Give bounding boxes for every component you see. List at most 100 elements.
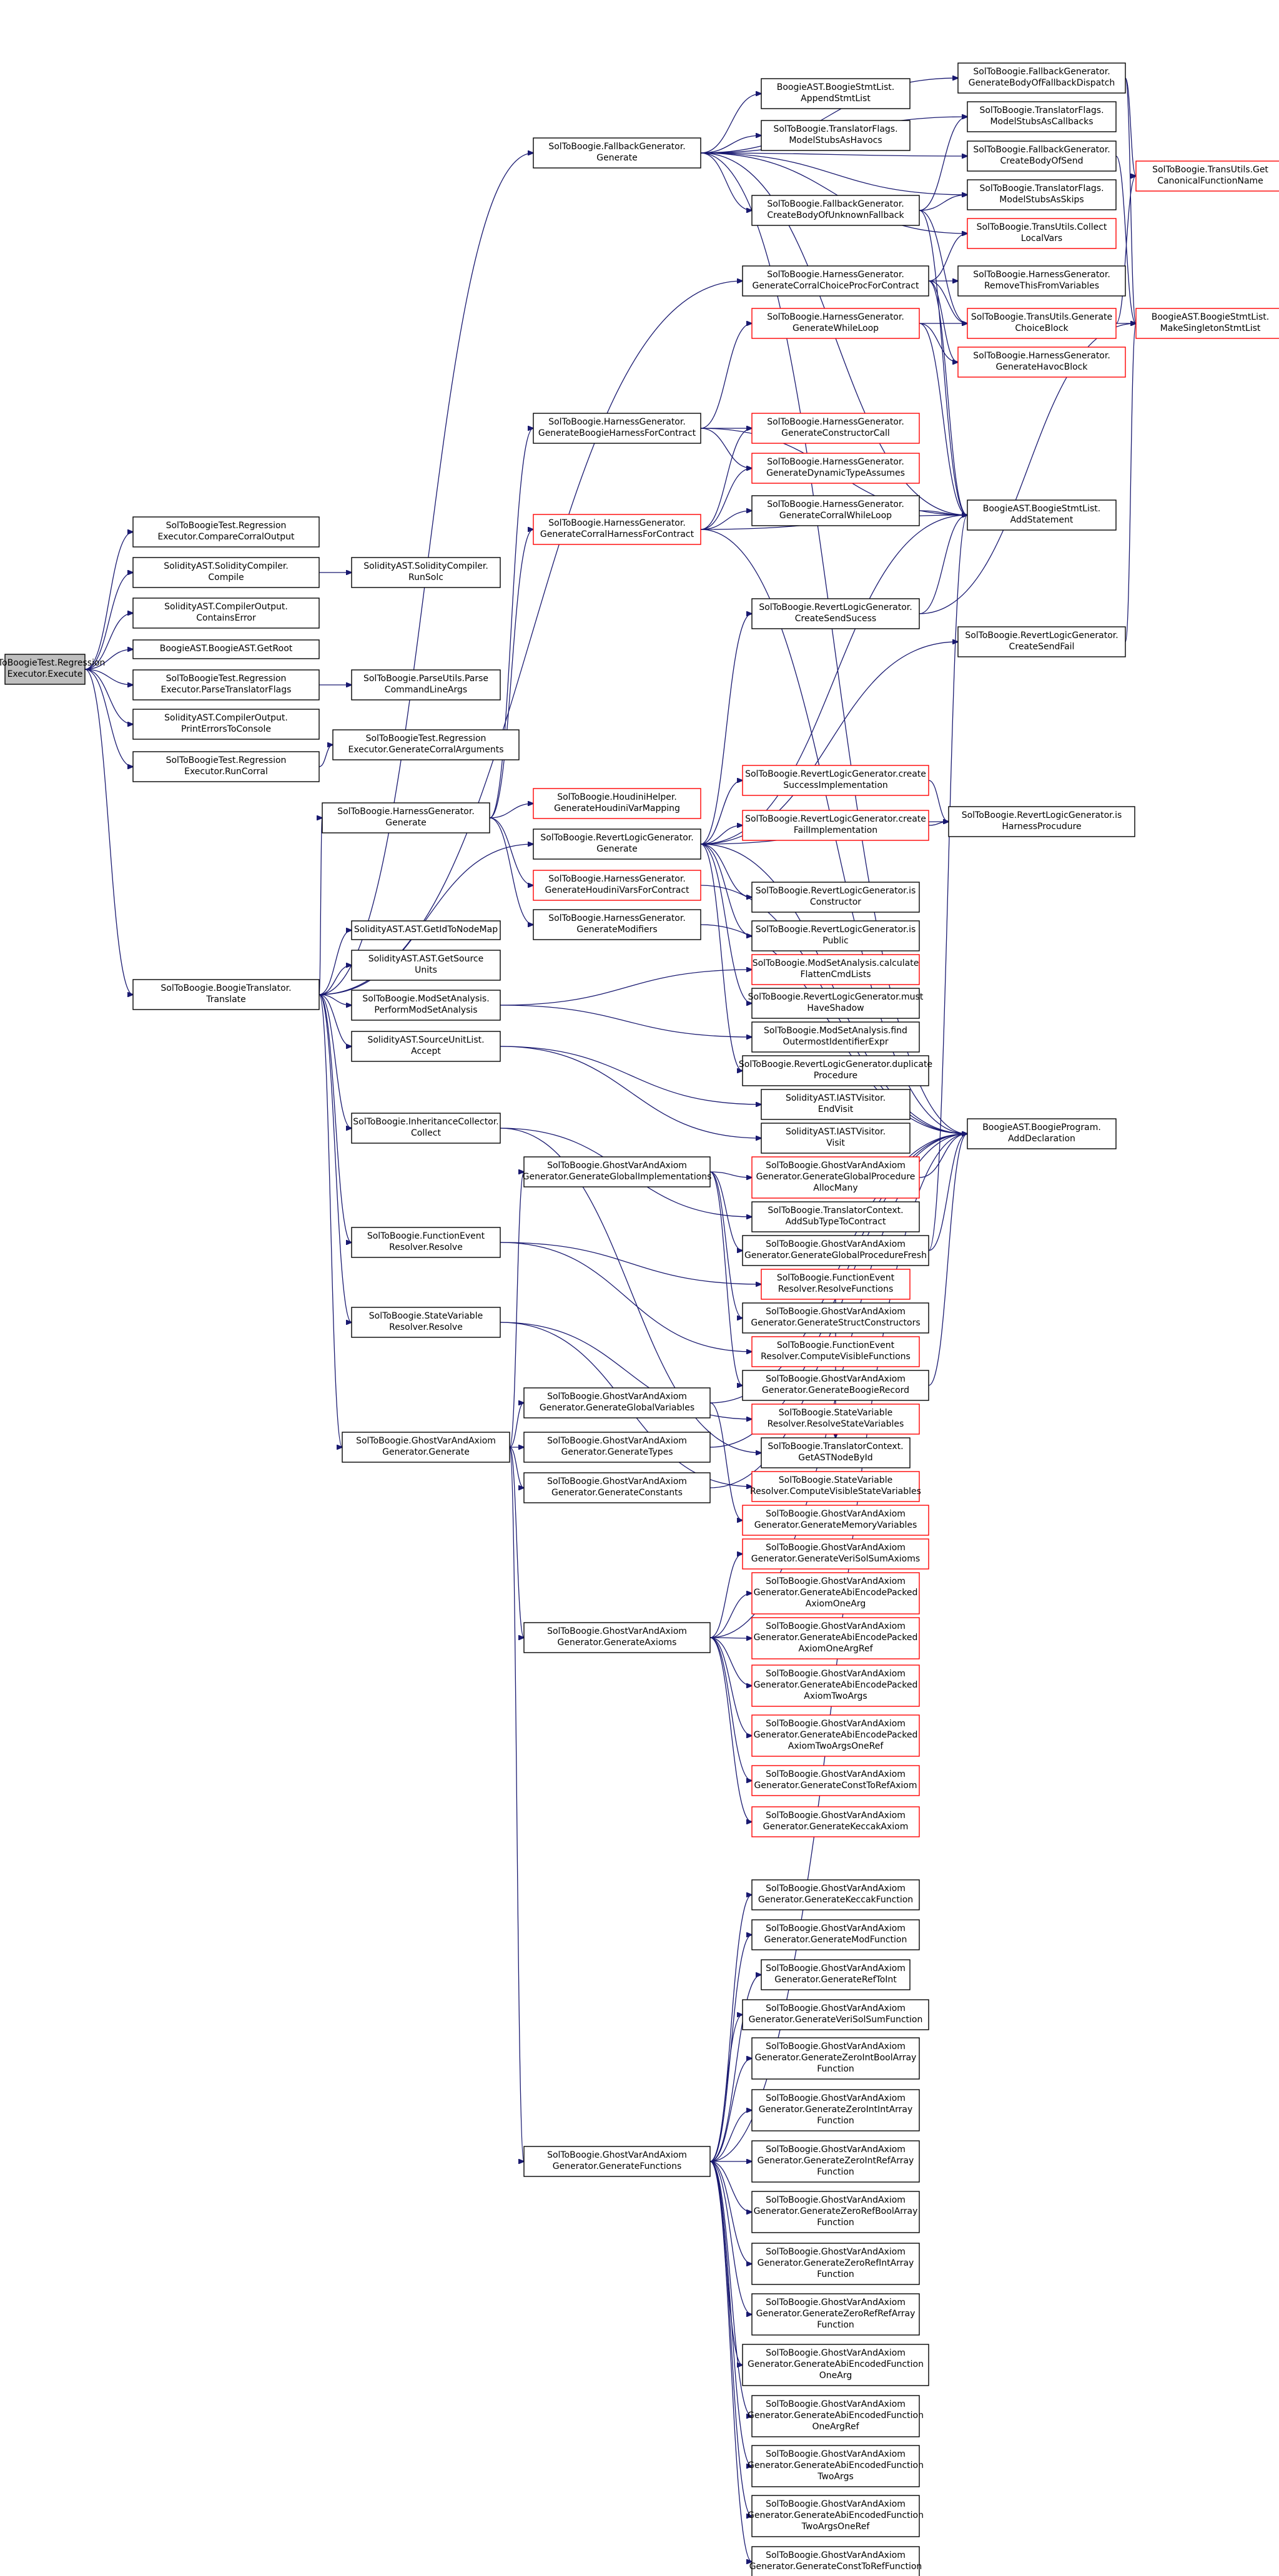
graph-node[interactable]: SolToBoogie.RevertLogicGenerator.CreateS… <box>957 626 1126 657</box>
graph-node[interactable]: SolToBoogie.RevertLogicGenerator.isPubli… <box>751 920 920 951</box>
graph-node[interactable]: SolToBoogie.GhostVarAndAxiomGenerator.Ge… <box>751 1765 920 1796</box>
graph-node[interactable]: SolToBoogie.GhostVarAndAxiomGenerator.Ge… <box>748 2445 924 2487</box>
graph-node[interactable]: SolToBoogie.GhostVarAndAxiomGenerator.Ge… <box>742 1370 929 1401</box>
graph-node[interactable]: SolToBoogie.GhostVarAndAxiomGenerator.Ge… <box>751 1664 920 1707</box>
graph-node[interactable]: SolToBoogie.GhostVarAndAxiomGenerator.Ge… <box>742 1505 929 1536</box>
graph-node[interactable]: SolToBoogie.RevertLogicGenerator.mustHav… <box>748 988 924 1019</box>
graph-node[interactable]: SolidityAST.SolidityCompiler.RunSolc <box>351 557 501 588</box>
graph-node[interactable]: SolidityAST.CompilerOutput.ContainsError <box>132 597 320 629</box>
graph-node[interactable]: SolToBoogie.HarnessGenerator.GenerateCor… <box>742 265 929 297</box>
graph-node[interactable]: SolToBoogie.TranslatorFlags.ModelStubsAs… <box>967 101 1117 132</box>
graph-node[interactable]: SolToBoogie.BoogieTranslator.Translate <box>132 979 320 1010</box>
graph-node[interactable]: SolToBoogie.GhostVarAndAxiomGenerator.Ge… <box>742 1538 929 1570</box>
graph-node[interactable]: SolToBoogie.HarnessGenerator.GenerateCor… <box>533 514 701 545</box>
graph-node[interactable]: SolToBoogie.FallbackGenerator.Generate <box>533 137 701 169</box>
graph-node[interactable]: SolToBoogie.TransUtils.GenerateChoiceBlo… <box>967 308 1117 339</box>
graph-node[interactable]: SolToBoogie.GhostVarAndAxiomGenerator.Ge… <box>751 1919 920 1950</box>
graph-node[interactable]: SolToBoogie.HarnessGenerator.GenerateCor… <box>751 495 920 526</box>
graph-node[interactable]: SolToBoogie.ModSetAnalysis.PerformModSet… <box>351 990 501 1021</box>
graph-node[interactable]: SolToBoogie.GhostVarAndAxiomGenerator.Ge… <box>751 1617 920 1659</box>
graph-node[interactable]: SolToBoogie.GhostVarAndAxiomGenerator.Ge… <box>523 2146 711 2177</box>
graph-node[interactable]: SolToBoogie.FunctionEventResolver.Comput… <box>751 1336 920 1367</box>
graph-node[interactable]: SolToBoogie.HoudiniHelper.GenerateHoudin… <box>533 788 701 819</box>
graph-node[interactable]: SolToBoogie.GhostVarAndAxiomGenerator.Ge… <box>751 1572 920 1615</box>
graph-node[interactable]: SolToBoogie.GhostVarAndAxiomGenerator.Ge… <box>342 1432 510 1463</box>
graph-node[interactable]: SolToBoogie.HarnessGenerator.GenerateDyn… <box>751 453 920 484</box>
graph-node[interactable]: SolToBoogie.HarnessGenerator.GenerateCon… <box>751 413 920 444</box>
graph-node[interactable]: SolToBoogie.HarnessGenerator.GenerateBoo… <box>533 413 701 444</box>
graph-node[interactable]: SolToBoogieTest.RegressionExecutor.Parse… <box>132 669 320 701</box>
graph-node[interactable]: BoogieAST.BoogieProgram.AddDeclaration <box>967 1118 1117 1149</box>
graph-node[interactable]: SolToBoogie.StateVariableResolver.Resolv… <box>351 1307 501 1338</box>
graph-node[interactable]: SolToBoogie.TranslatorContext.GetASTNode… <box>761 1437 911 1468</box>
graph-node[interactable]: SolToBoogie.FunctionEventResolver.Resolv… <box>351 1227 501 1258</box>
graph-node[interactable]: SolToBoogie.RevertLogicGenerator.Generat… <box>533 828 701 860</box>
graph-node[interactable]: SolToBoogie.TranslatorContext.AddSubType… <box>751 1201 920 1232</box>
graph-node[interactable]: SolToBoogie.HarnessGenerator.GenerateHou… <box>533 870 701 901</box>
graph-node[interactable]: SolToBoogie.GhostVarAndAxiomGenerator.Ge… <box>751 1879 920 1910</box>
graph-node[interactable]: SolToBoogie.TranslatorFlags.ModelStubsAs… <box>967 179 1117 210</box>
graph-node[interactable]: SolToBoogie.RevertLogicGenerator.createF… <box>742 810 929 841</box>
graph-node[interactable]: SolToBoogie.StateVariableResolver.Resolv… <box>751 1404 920 1435</box>
graph-node[interactable]: SolToBoogie.HarnessGenerator.GenerateHav… <box>957 347 1126 378</box>
graph-node[interactable]: SolToBoogie.GhostVarAndAxiomGenerator.Ge… <box>748 2395 924 2437</box>
graph-node[interactable]: SolToBoogie.GhostVarAndAxiomGenerator.Ge… <box>749 2546 922 2576</box>
graph-node[interactable]: BoogieAST.BoogieStmtList.AppendStmtList <box>761 78 911 109</box>
graph-node[interactable]: SolToBoogieTest.RegressionExecutor.Compa… <box>132 516 320 548</box>
graph-node[interactable]: SolToBoogie.GhostVarAndAxiomGenerator.Ge… <box>742 1999 929 2030</box>
graph-node[interactable]: SolToBoogie.GhostVarAndAxiomGenerator.Ge… <box>751 2191 920 2233</box>
graph-node[interactable]: SolToBoogie.GhostVarAndAxiomGenerator.Ge… <box>523 1472 711 1503</box>
graph-node[interactable]: SolToBoogie.FallbackGenerator.CreateBody… <box>751 195 920 226</box>
graph-node[interactable]: SolToBoogie.GhostVarAndAxiomGenerator.Ge… <box>751 2140 920 2183</box>
graph-node[interactable]: SolToBoogieTest.RegressionExecutor.Gener… <box>332 729 520 760</box>
graph-node[interactable]: BoogieAST.BoogieAST.GetRoot <box>132 639 320 659</box>
graph-node[interactable]: SolToBoogie.HarnessGenerator.GenerateWhi… <box>751 308 920 339</box>
graph-node[interactable]: SolToBoogie.ModSetAnalysis.calculateFlat… <box>751 954 920 985</box>
graph-node[interactable]: SolToBoogie.GhostVarAndAxiomGenerator.Ge… <box>748 2495 924 2537</box>
graph-node[interactable]: SolToBoogie.GhostVarAndAxiomGenerator.Ge… <box>751 2243 920 2285</box>
graph-node[interactable]: SolToBoogie.GhostVarAndAxiomGenerator.Ge… <box>523 1432 711 1463</box>
graph-node[interactable]: SolToBoogie.TranslatorFlags.ModelStubsAs… <box>761 120 911 151</box>
graph-node[interactable]: SolToBoogieTest.RegressionExecutor.Execu… <box>0 654 105 685</box>
graph-node[interactable]: SolToBoogie.InheritanceCollector.Collect <box>351 1113 501 1144</box>
graph-node[interactable]: SolidityAST.SourceUnitList.Accept <box>351 1031 501 1062</box>
graph-node[interactable]: SolToBoogie.ParseUtils.ParseCommandLineA… <box>351 669 501 701</box>
graph-node[interactable]: SolToBoogie.GhostVarAndAxiomGenerator.Ge… <box>751 2089 920 2131</box>
graph-node[interactable]: SolToBoogie.HarnessGenerator.Generate <box>322 802 490 833</box>
graph-node[interactable]: SolToBoogie.TransUtils.GetCanonicalFunct… <box>1135 160 1279 192</box>
graph-node[interactable]: SolidityAST.CompilerOutput.PrintErrorsTo… <box>132 709 320 740</box>
graph-node[interactable]: SolidityAST.IASTVisitor.Visit <box>761 1123 911 1154</box>
graph-node[interactable]: SolToBoogie.RevertLogicGenerator.isHarne… <box>948 806 1135 837</box>
graph-node[interactable]: BoogieAST.BoogieStmtList.AddStatement <box>967 499 1117 531</box>
graph-node[interactable]: SolToBoogie.FallbackGenerator.CreateBody… <box>967 140 1117 172</box>
graph-node[interactable]: SolToBoogie.FunctionEventResolver.Resolv… <box>761 1269 911 1300</box>
graph-node[interactable]: SolidityAST.AST.GetIdToNodeMap <box>351 920 501 940</box>
graph-node[interactable]: SolToBoogie.GhostVarAndAxiomGenerator.Ge… <box>742 1302 929 1334</box>
graph-node[interactable]: SolToBoogie.GhostVarAndAxiomGenerator.Ge… <box>761 1959 911 1990</box>
graph-node[interactable]: SolToBoogie.ModSetAnalysis.findOutermost… <box>751 1021 920 1053</box>
graph-node[interactable]: SolToBoogie.GhostVarAndAxiomGenerator.Ge… <box>523 1622 711 1653</box>
graph-node[interactable]: SolToBoogie.GhostVarAndAxiomGenerator.Ge… <box>751 2293 920 2336</box>
graph-node[interactable]: SolToBoogie.HarnessGenerator.RemoveThisF… <box>957 265 1126 297</box>
graph-node[interactable]: SolidityAST.IASTVisitor.EndVisit <box>761 1089 911 1120</box>
graph-node[interactable]: SolToBoogie.RevertLogicGenerator.isConst… <box>751 882 920 913</box>
graph-node[interactable]: SolToBoogie.HarnessGenerator.GenerateMod… <box>533 909 701 940</box>
graph-node[interactable]: SolToBoogie.RevertLogicGenerator.CreateS… <box>751 598 920 629</box>
graph-node[interactable]: SolToBoogie.GhostVarAndAxiomGenerator.Ge… <box>751 1156 920 1199</box>
graph-node[interactable]: SolToBoogie.GhostVarAndAxiomGenerator.Ge… <box>742 2344 929 2386</box>
graph-node[interactable]: BoogieAST.BoogieStmtList.MakeSingletonSt… <box>1135 308 1279 339</box>
graph-node[interactable]: SolToBoogie.GhostVarAndAxiomGenerator.Ge… <box>523 1156 712 1187</box>
graph-node[interactable]: SolToBoogieTest.RegressionExecutor.RunCo… <box>132 751 320 782</box>
graph-node[interactable]: SolToBoogie.FallbackGenerator.GenerateBo… <box>957 62 1126 94</box>
graph-node[interactable]: SolidityAST.SolidityCompiler.Compile <box>132 557 320 588</box>
graph-node[interactable]: SolToBoogie.RevertLogicGenerator.duplica… <box>739 1055 932 1086</box>
graph-node[interactable]: SolToBoogie.StateVariableResolver.Comput… <box>750 1471 921 1502</box>
graph-node[interactable]: SolToBoogie.GhostVarAndAxiomGenerator.Ge… <box>751 2037 920 2080</box>
graph-node[interactable]: SolToBoogie.GhostVarAndAxiomGenerator.Ge… <box>751 1806 920 1837</box>
graph-node[interactable]: SolToBoogie.GhostVarAndAxiomGenerator.Ge… <box>742 1235 929 1266</box>
graph-node[interactable]: SolToBoogie.GhostVarAndAxiomGenerator.Ge… <box>523 1387 711 1418</box>
graph-node[interactable]: SolToBoogie.GhostVarAndAxiomGenerator.Ge… <box>751 1714 920 1757</box>
graph-node[interactable]: SolToBoogie.RevertLogicGenerator.createS… <box>742 765 929 796</box>
